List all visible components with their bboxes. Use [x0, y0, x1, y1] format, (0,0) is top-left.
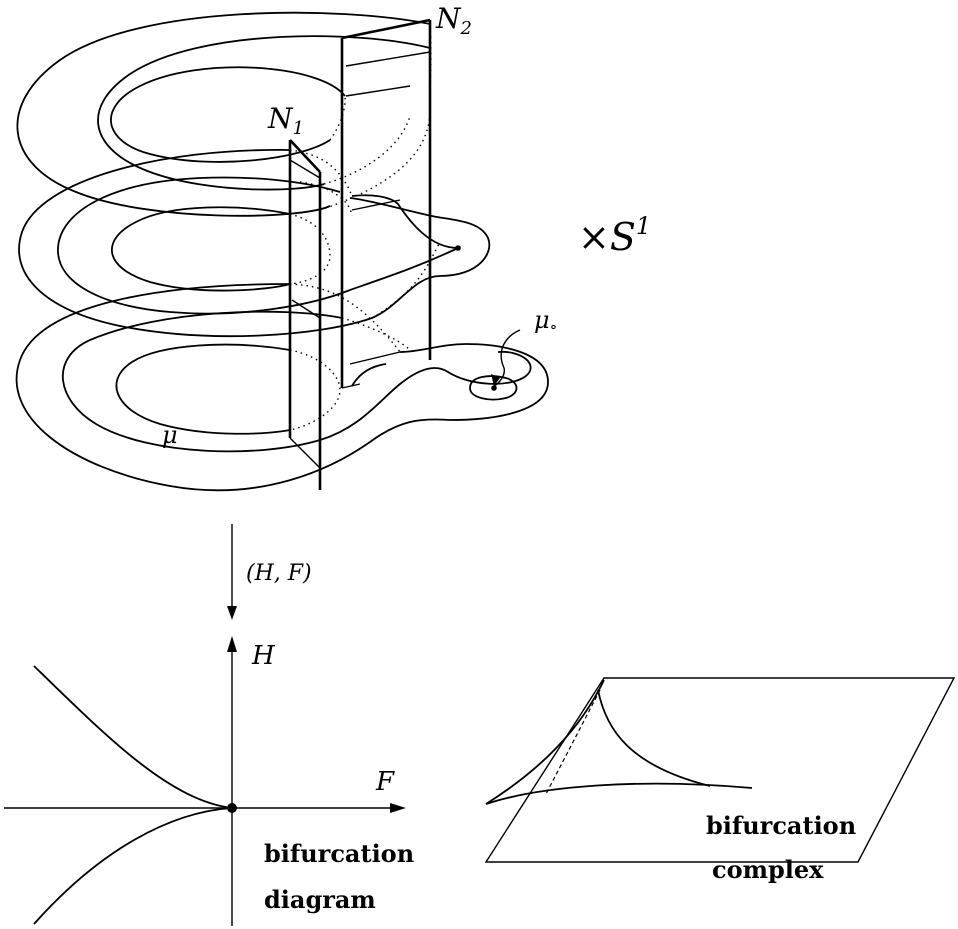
level-bottom-lobe — [469, 375, 518, 401]
level-middle-hidden-left — [289, 149, 353, 197]
level-bottom-outer — [15, 283, 549, 492]
level-bottom-cusp — [351, 363, 387, 387]
annuli-stack — [15, 11, 549, 492]
bifurcation-complex: bifurcation complex — [484, 677, 956, 884]
h-axis-arrowhead — [227, 636, 237, 652]
mu-circ-point — [491, 385, 497, 391]
label-n2: N2 — [435, 2, 472, 39]
bifurcation-diagram: H F bifurcation diagram — [4, 636, 414, 926]
label-n1: N1 — [267, 102, 304, 139]
map-arrow: (H, F) — [227, 524, 312, 620]
label-h: H — [251, 641, 276, 671]
complex-hidden-edge — [545, 689, 601, 795]
label-complex-2: complex — [712, 855, 824, 884]
level-top-inner — [110, 66, 346, 163]
level-top-middle — [97, 35, 431, 191]
level-bottom-hidden-outer — [289, 283, 401, 353]
level-top — [16, 11, 432, 217]
level-middle-hidden-inner — [289, 213, 331, 285]
f-axis-arrowhead — [390, 803, 406, 813]
level-bottom — [15, 283, 549, 492]
level-middle-middle — [57, 176, 351, 315]
label-complex-1: bifurcation — [706, 811, 856, 840]
level-top-hidden-middle — [323, 115, 411, 185]
level-middle-inner — [110, 206, 291, 292]
mu-circ-arrowhead — [491, 374, 500, 386]
level-middle-outer — [18, 149, 491, 338]
complex-lower-curve — [485, 782, 753, 805]
upper-branch — [33, 665, 233, 809]
plane-n1 — [288, 139, 322, 490]
level-middle-cusp — [349, 194, 459, 291]
origin-point — [227, 803, 237, 813]
label-diagram-1: bifurcation — [264, 839, 414, 868]
label-map: (H, F) — [246, 561, 312, 586]
complex-plane — [484, 677, 956, 863]
level-bottom-hidden-inner — [289, 349, 341, 431]
label-mu-circ: μ∘ — [534, 306, 557, 336]
mu-circ-arrow — [493, 329, 521, 387]
level-middle — [18, 149, 491, 338]
complex-left-edge — [485, 679, 605, 805]
label-mu: μ — [162, 421, 178, 449]
level-bottom-hidden-middle — [341, 317, 411, 351]
level-top-hidden-outer — [319, 23, 432, 211]
level-top-outer — [16, 11, 431, 217]
label-diagram-2: diagram — [264, 885, 376, 914]
complex-upper-cusp — [597, 689, 711, 787]
planes — [288, 18, 432, 490]
label-times-s1: ×S1 — [578, 212, 651, 259]
lower-branch — [33, 807, 233, 925]
level-middle-hidden-mid — [299, 181, 353, 217]
label-f: F — [375, 767, 395, 797]
level-bottom-inner — [115, 343, 291, 435]
plane-n2 — [340, 18, 432, 389]
level-middle-cusp-point — [455, 245, 461, 251]
